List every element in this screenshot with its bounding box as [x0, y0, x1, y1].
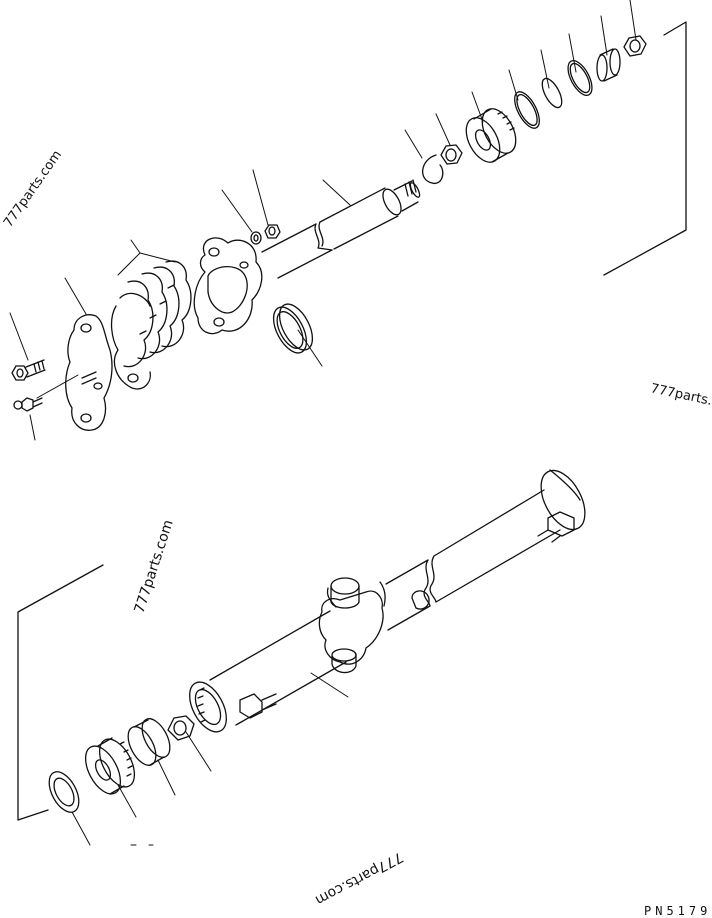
shim-stack [110, 260, 192, 390]
drawing-number: PN51795 [644, 904, 712, 918]
leader-lines-upper [9, 0, 637, 441]
port-fitting-rod [239, 693, 277, 719]
bracket-frame-lower [17, 564, 104, 821]
lower-assembly [17, 469, 586, 846]
clamp [65, 314, 113, 431]
port-fitting-center [411, 590, 430, 610]
dust-seal [272, 303, 314, 354]
small-washer-nut [250, 224, 281, 245]
nut [623, 35, 647, 57]
watermark-top-left: 777parts.com [1, 148, 65, 230]
trunnion [318, 577, 384, 674]
rod-nut [440, 144, 463, 165]
head-nut [167, 715, 195, 741]
snap-ring [422, 154, 444, 185]
piston [465, 108, 517, 163]
o-ring-medium [514, 91, 540, 129]
upper-assembly [9, 0, 687, 441]
port-fitting-head [537, 511, 575, 543]
bracket-frame-upper [603, 21, 687, 276]
collar [596, 48, 621, 82]
rod-end-flange [193, 237, 263, 335]
o-ring-large-inner [569, 62, 591, 94]
cylinder-tube [209, 469, 586, 726]
watermark-bottom: 777parts.com [312, 848, 405, 908]
head-cap [127, 718, 171, 766]
bolt [11, 359, 46, 381]
grease-fitting [13, 397, 43, 412]
cylinder-mouth [189, 681, 227, 733]
backup-ring [541, 77, 563, 109]
watermark-mid-left: 777parts.com [132, 518, 177, 615]
watermark-right: 777parts.com [649, 381, 712, 414]
o-ring-large [567, 60, 593, 96]
cylinder-head [84, 737, 136, 795]
piston-rod [261, 179, 421, 279]
washer [48, 771, 80, 813]
o-ring-medium-inner [516, 93, 538, 127]
leader-lines-lower [71, 672, 349, 846]
